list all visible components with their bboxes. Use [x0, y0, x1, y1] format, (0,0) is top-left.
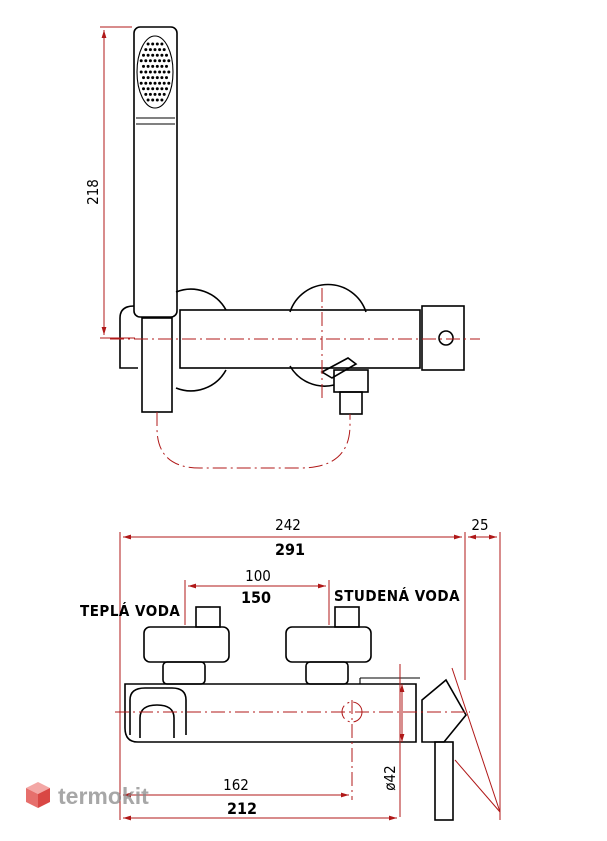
termokit-logo: termokit	[24, 778, 184, 818]
front-view: 242 291 25 100 150 TEPLÁ VODA STUDENÁ VO…	[80, 516, 501, 821]
cube-icon	[26, 782, 50, 808]
lever-stem	[434, 741, 454, 821]
dim-diameter: ø42	[381, 765, 399, 790]
dim-218: 218	[84, 179, 102, 205]
wall-disc-left	[175, 288, 227, 311]
label-cold-water: STUDENÁ VODA	[334, 586, 460, 605]
shower-holder	[129, 687, 187, 735]
shower-head-nozzles	[136, 35, 174, 109]
dim-242: 242	[275, 516, 301, 534]
mixer-body	[179, 309, 421, 369]
dim-162: 162	[223, 776, 249, 794]
mixer-body-front	[124, 683, 417, 743]
dim-212: 212	[227, 799, 257, 818]
outlet-pipe	[141, 317, 173, 413]
hand-shower	[133, 26, 178, 318]
dim-100: 100	[245, 567, 271, 585]
side-view: 218	[84, 26, 480, 469]
nozzle-dots	[139, 42, 171, 102]
lever-knob-circle	[438, 330, 454, 346]
lever-head	[421, 305, 465, 371]
dim-291: 291	[275, 540, 305, 559]
label-hot-water: TEPLÁ VODA	[80, 601, 180, 620]
brand-name: termokit	[58, 783, 149, 809]
connector-cold	[285, 626, 372, 663]
lever-handle	[421, 678, 467, 743]
dim-25: 25	[471, 516, 488, 534]
wall-disc-right	[289, 283, 367, 313]
connector-hot	[143, 626, 230, 663]
dim-150: 150	[241, 588, 271, 607]
spout-connector	[320, 357, 358, 379]
hose-centerline	[156, 412, 351, 469]
